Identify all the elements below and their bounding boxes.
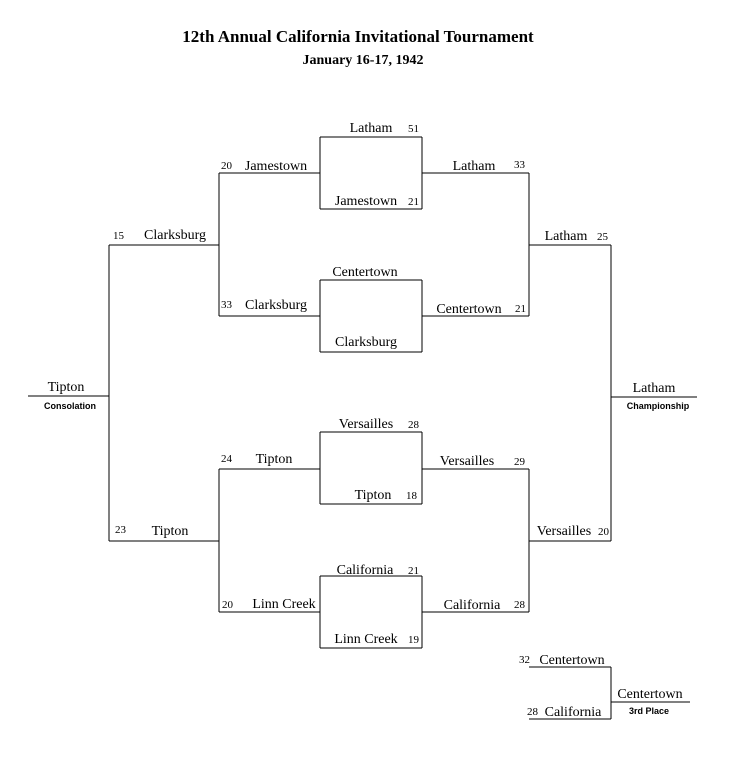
team-name: Centertown [539, 653, 604, 668]
team-name: Latham [350, 121, 393, 136]
championship-bracket: Latham 33 Centertown 21 Versailles 29 Ca… [422, 159, 697, 613]
team-name: Latham [545, 229, 588, 244]
third-place-winner: Centertown [617, 687, 682, 702]
team-name: Latham [453, 159, 496, 174]
team-score: 21 [515, 303, 526, 315]
team-name: Tipton [152, 524, 189, 539]
team-score: 20 [221, 160, 233, 172]
team-name: Tipton [355, 488, 392, 503]
first-round-game-3: Versailles 28 Tipton 18 [319, 417, 423, 505]
team-score: 19 [408, 634, 420, 646]
consolation-bracket: 20 Jamestown 33 Clarksburg 24 Tipton 20 … [28, 159, 320, 613]
page-title: 12th Annual California Invitational Tour… [182, 27, 534, 46]
team-score: 29 [514, 456, 526, 468]
team-name: Jamestown [245, 159, 307, 174]
team-name: Centertown [436, 302, 501, 317]
team-score: 18 [406, 490, 418, 502]
team-score: 20 [598, 526, 610, 538]
team-name: California [444, 598, 502, 613]
championship-label: Championship [627, 401, 690, 411]
team-name: Centertown [332, 265, 397, 280]
team-name: Versailles [537, 524, 591, 539]
team-name: Clarksburg [335, 335, 397, 350]
team-score: 25 [597, 231, 609, 243]
team-score: 21 [408, 565, 419, 577]
team-score: 24 [221, 453, 233, 465]
team-score: 28 [514, 599, 526, 611]
consolation-label: Consolation [44, 401, 96, 411]
team-name: Clarksburg [245, 298, 307, 313]
team-score: 15 [113, 230, 125, 242]
team-name: California [545, 705, 603, 720]
team-score: 23 [115, 524, 127, 536]
first-round-game-2: Centertown Clarksburg [319, 265, 423, 353]
team-name: Versailles [440, 454, 494, 469]
first-round-game-1: Latham 51 Jamestown 21 [319, 121, 423, 210]
team-name: Linn Creek [334, 632, 397, 647]
team-score: 28 [527, 706, 539, 718]
third-place-label: 3rd Place [629, 706, 669, 716]
champion: Latham [633, 381, 676, 396]
team-score: 33 [514, 159, 526, 171]
team-name: California [337, 563, 395, 578]
team-score: 51 [408, 123, 419, 135]
team-score: 32 [519, 654, 530, 666]
team-name: Linn Creek [252, 597, 315, 612]
team-name: Jamestown [335, 194, 397, 209]
team-score: 21 [408, 196, 419, 208]
consolation-winner: Tipton [48, 380, 85, 395]
team-score: 28 [408, 419, 420, 431]
team-score: 33 [221, 299, 233, 311]
first-round-game-4: California 21 Linn Creek 19 [319, 563, 423, 649]
page-subtitle: January 16-17, 1942 [303, 53, 424, 68]
team-score: 20 [222, 599, 234, 611]
team-name: Versailles [339, 417, 393, 432]
team-name: Clarksburg [144, 228, 206, 243]
third-place-game: 32 Centertown 28 California Centertown 3… [519, 653, 690, 720]
team-name: Tipton [256, 452, 293, 467]
